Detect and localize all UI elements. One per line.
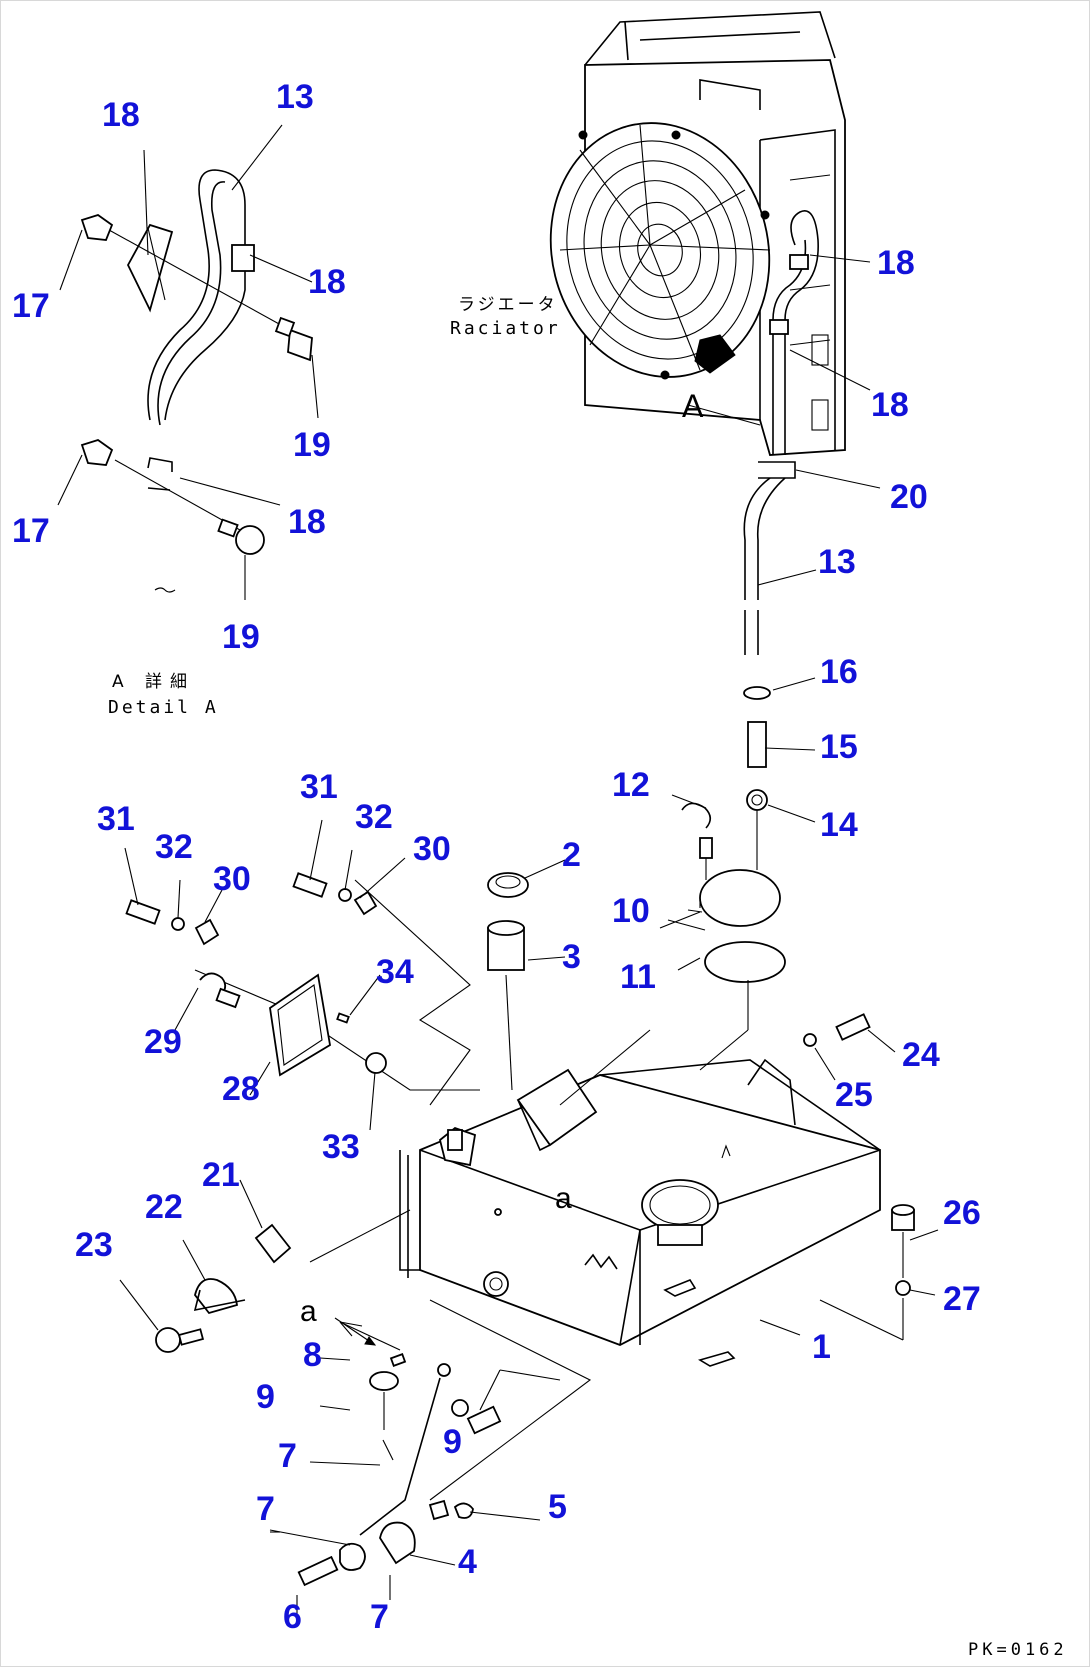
callout: 25 — [835, 1076, 873, 1114]
callout: 22 — [145, 1188, 183, 1226]
radiator-label-jp: ラジエータ — [458, 295, 558, 315]
callout: 17 — [12, 512, 50, 550]
detail-a — [80, 169, 313, 593]
detail-label-jp: A 詳細 — [112, 672, 196, 692]
radiator-label-en: Raciator — [450, 318, 561, 339]
callout: 19 — [222, 618, 260, 656]
callout: 31 — [97, 800, 135, 838]
callout: 18 — [308, 263, 346, 301]
callout: 10 — [612, 892, 650, 930]
callout: 7 — [370, 1598, 389, 1636]
callout: 27 — [943, 1280, 981, 1318]
callout: 17 — [12, 287, 50, 325]
callout: 34 — [376, 953, 414, 991]
callout: 5 — [548, 1488, 567, 1526]
callout: 2 — [562, 836, 581, 874]
callout: 28 — [222, 1070, 260, 1108]
callout: 15 — [820, 728, 858, 766]
callout: 7 — [278, 1437, 297, 1475]
callout: 7 — [256, 1490, 275, 1528]
callout: 9 — [256, 1378, 275, 1416]
drawing-code: PK=0162 — [968, 1640, 1068, 1660]
radiator — [549, 11, 846, 479]
callout: 18 — [877, 244, 915, 282]
callout: 9 — [443, 1423, 462, 1461]
callout: 18 — [871, 386, 909, 424]
callout: 8 — [303, 1336, 322, 1374]
callout: 11 — [620, 958, 656, 996]
callout: 23 — [75, 1226, 113, 1264]
hose-lower — [681, 477, 786, 1071]
callout: 6 — [283, 1598, 302, 1636]
callout: 1 — [812, 1328, 831, 1366]
callout: 30 — [213, 860, 251, 898]
callout: 30 — [413, 830, 451, 868]
hydraulic-tank — [399, 1058, 881, 1367]
view-a-mark: A — [682, 388, 704, 424]
detail-label-en: Detail A — [108, 697, 219, 718]
callout: 16 — [820, 653, 858, 691]
callout: 32 — [355, 798, 393, 836]
leader-lines — [57, 124, 939, 1625]
ref-a-lower: a — [300, 1295, 317, 1328]
callout: 13 — [818, 543, 856, 581]
callout: 26 — [943, 1194, 981, 1232]
callout: 31 — [300, 768, 338, 806]
ref-a-upper: a — [555, 1182, 572, 1215]
callout: 13 — [276, 78, 314, 116]
callout: 32 — [155, 828, 193, 866]
callout: 3 — [562, 938, 581, 976]
callout: 20 — [890, 478, 928, 516]
callout: 29 — [144, 1023, 182, 1061]
callout: 18 — [102, 96, 140, 134]
callout: 18 — [288, 503, 326, 541]
callout: 19 — [293, 426, 331, 464]
callout: 24 — [902, 1036, 940, 1074]
callout: 4 — [458, 1543, 477, 1581]
callout: 33 — [322, 1128, 360, 1166]
callout: 14 — [820, 806, 858, 844]
callout: 21 — [202, 1156, 240, 1194]
callout: 12 — [612, 766, 650, 804]
